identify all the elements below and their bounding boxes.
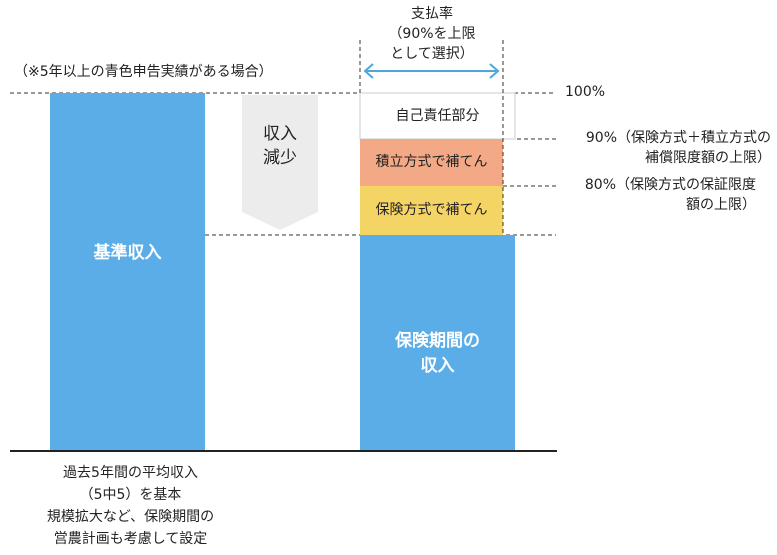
level-80-label: 80%（保険方式の保証限度 額の上限） bbox=[566, 175, 756, 215]
income-decrease-line2: 減少 bbox=[263, 148, 297, 168]
level-90-label: 90%（保険方式＋積立方式の 補償限度額の上限） bbox=[566, 128, 771, 168]
caption-line3: 規模拡大など、保険期間の bbox=[46, 509, 215, 525]
insured-income-bar bbox=[360, 235, 515, 451]
arrow-left-head bbox=[363, 63, 374, 79]
level-80-line2: 額の上限） bbox=[686, 197, 756, 213]
base-income-caption: 過去5年間の平均収入 （5中5）を基本 規模拡大など、保険期間の 営農計画も考慮… bbox=[28, 462, 233, 550]
payment-rate-title: 支払率 bbox=[411, 6, 453, 22]
savings-label: 積立方式で補てん bbox=[375, 154, 488, 170]
arrow-right-head bbox=[489, 63, 500, 79]
caption-line2: （5中5）を基本 bbox=[79, 487, 182, 503]
income-decrease-line1: 収入 bbox=[263, 124, 297, 144]
payment-rate-line3: として選択） bbox=[390, 46, 474, 62]
level-80-line1: 80%（保険方式の保証限度 bbox=[584, 177, 756, 193]
insured-income-line2: 収入 bbox=[420, 356, 455, 376]
caption-line4: 営農計画も考慮して設定 bbox=[53, 531, 208, 547]
payment-rate-line2: （90%を上限 bbox=[388, 26, 476, 42]
level-100-label: 100% bbox=[565, 84, 606, 100]
savings-segment bbox=[360, 139, 503, 186]
caption-line1: 過去5年間の平均収入 bbox=[63, 465, 198, 481]
insured-income-label: 保険期間の 収入 bbox=[360, 329, 515, 379]
insurance-label: 保険方式で補てん bbox=[375, 202, 488, 218]
level-90-line2: 補償限度額の上限） bbox=[645, 150, 771, 166]
income-decrease-label: 収入 減少 bbox=[242, 122, 318, 170]
self-responsibility-label: 自己責任部分 bbox=[395, 108, 480, 124]
blue-return-note: （※5年以上の青色申告実績がある場合） bbox=[14, 64, 273, 80]
self-responsibility-segment bbox=[359, 92, 516, 140]
payment-rate-label: 支払率 （90%を上限 として選択） bbox=[362, 4, 502, 64]
insurance-segment bbox=[360, 186, 503, 235]
income-decrease-arrow bbox=[242, 95, 318, 230]
insured-income-line1: 保険期間の bbox=[395, 331, 480, 351]
base-income-label: 基準収入 bbox=[93, 243, 162, 263]
base-income-bar bbox=[50, 93, 205, 451]
level-90-line1: 90%（保険方式＋積立方式の bbox=[585, 130, 771, 146]
